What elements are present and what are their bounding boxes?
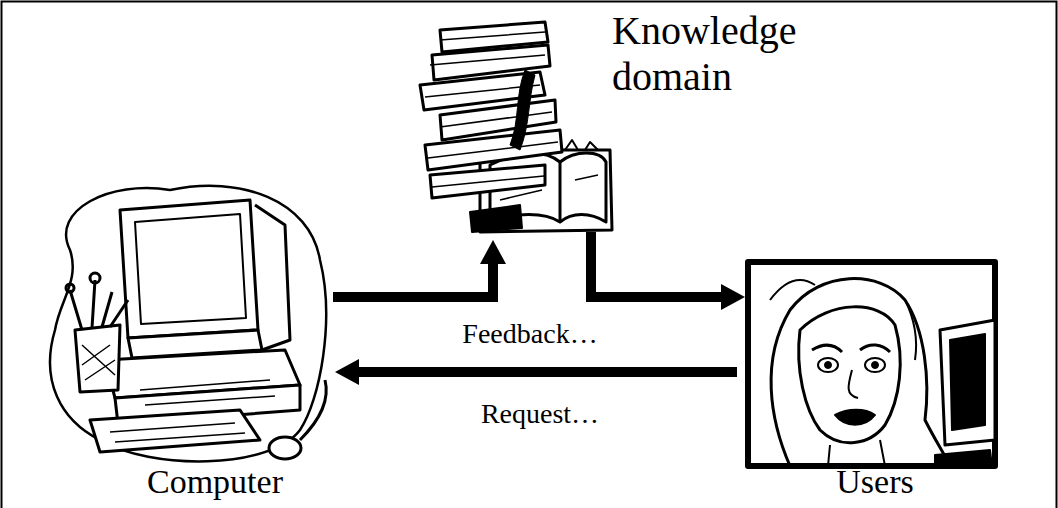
books-clipart [420,22,612,232]
node-label: Computer [147,462,283,501]
user-clipart [748,262,995,466]
computer-node [40,180,335,465]
computer-clipart [50,186,326,462]
knowledge-domain-node [415,15,612,240]
node-label: Users [836,462,913,501]
edge-label: Feedback… [458,318,601,350]
users-node [745,258,1000,466]
flow-arrow [591,232,745,310]
node-label: Knowledge domain [612,8,842,100]
flow-arrow [335,359,737,385]
flow-arrow [333,240,506,297]
edge-label: Request… [477,398,603,430]
